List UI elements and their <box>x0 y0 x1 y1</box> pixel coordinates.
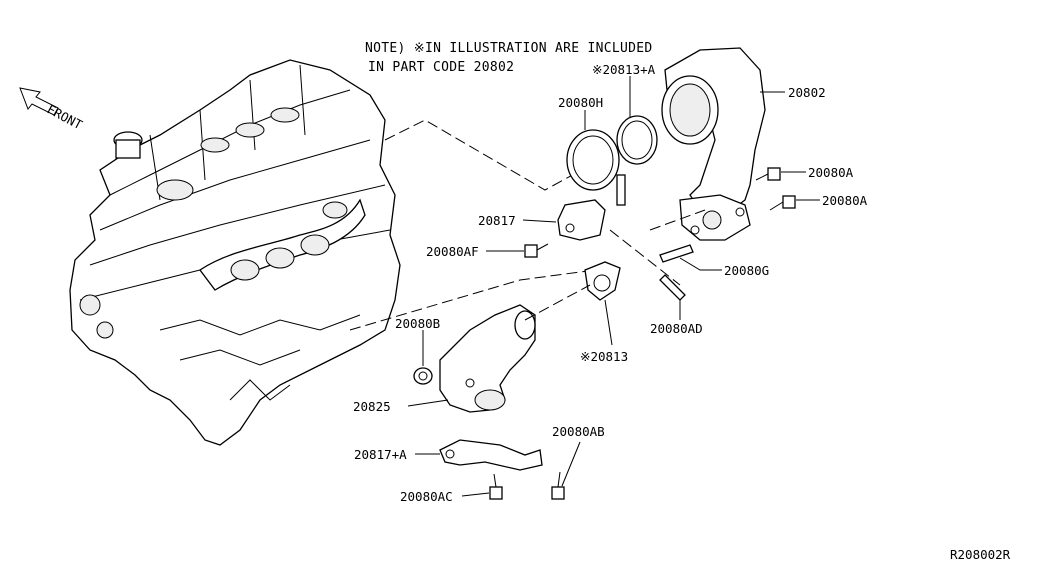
front-arrow-icon: FRONT <box>19 87 86 133</box>
catalytic-converter-20802 <box>661 47 766 241</box>
bolt-20080A-2 <box>769 195 796 211</box>
part-label-20813A: ※20813+A <box>592 62 656 77</box>
bracket-20817 <box>557 199 606 241</box>
part-label-20802: 20802 <box>788 85 826 100</box>
nut-20080B <box>413 367 433 385</box>
bolt-20080A-1 <box>755 167 781 181</box>
part-label-20080AC: 20080AC <box>400 489 453 504</box>
leader-engine-cover <box>349 269 596 331</box>
gasket-20813 <box>584 261 621 301</box>
bolt-20080AC <box>489 473 503 500</box>
part-label-20817: 20817 <box>478 213 516 228</box>
part-label-20813: ※20813 <box>580 349 628 364</box>
note-line-2: IN PART CODE 20802 <box>368 60 514 75</box>
part-label-20825: 20825 <box>353 399 391 414</box>
part-label-20080AD: 20080AD <box>650 321 703 336</box>
note-line-1: NOTE) ※IN ILLUSTRATION ARE INCLUDED <box>365 41 653 56</box>
clamp-20080H <box>566 129 626 206</box>
engine-block <box>69 59 401 446</box>
leader-align-3 <box>524 284 591 321</box>
part-label-20080AF: 20080AF <box>426 244 479 259</box>
part-label-20080A-1: 20080A <box>808 165 854 180</box>
bracket-20817A <box>439 439 543 471</box>
diagram-code: R208002R <box>950 547 1011 562</box>
part-label-20080AB: 20080AB <box>552 424 605 439</box>
bolt-20080AB <box>551 471 565 500</box>
front-label: FRONT <box>45 101 86 132</box>
leader-align-1 <box>649 209 706 231</box>
stud-20080G <box>659 244 694 263</box>
leader-align-2 <box>609 229 681 286</box>
part-label-20080A-2: 20080A <box>822 193 868 208</box>
stud-20080AD <box>659 274 686 301</box>
insulator-20825 <box>439 304 536 413</box>
part-label-20080B: 20080B <box>395 316 440 331</box>
part-label-20817A: 20817+A <box>354 447 407 462</box>
part-label-20080G: 20080G <box>724 263 769 278</box>
bolt-20080AF <box>524 243 549 258</box>
gasket-20813A <box>616 115 658 165</box>
part-label-20080H: 20080H <box>558 95 603 110</box>
